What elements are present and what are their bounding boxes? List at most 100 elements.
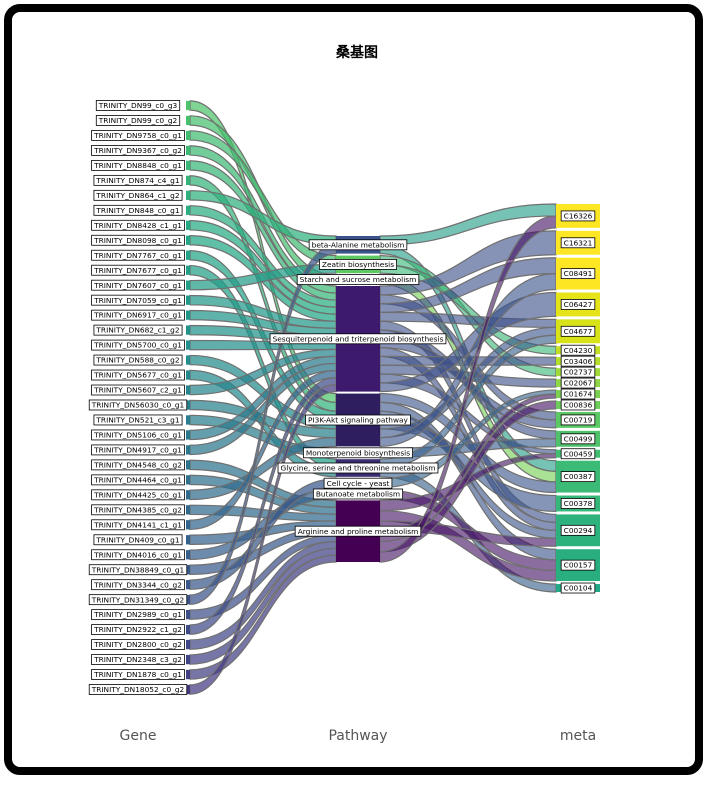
gene-node bbox=[186, 520, 190, 530]
gene-node bbox=[186, 235, 190, 245]
gene-label-text: TRINITY_DN682_c1_g2 bbox=[95, 326, 179, 335]
gene-label-text: TRINITY_DN7059_c0_g1 bbox=[93, 296, 182, 305]
gene-node bbox=[186, 280, 190, 290]
gene-label: TRINITY_DN9367_c0_g2 bbox=[91, 145, 185, 156]
gene-node bbox=[186, 595, 190, 605]
gene-label: TRINITY_DN7677_c0_g1 bbox=[91, 264, 185, 276]
meta-label-text: C00836 bbox=[564, 401, 593, 410]
gene-label-text: TRINITY_DN5677_c0_g1 bbox=[93, 371, 182, 380]
gene-label-text: TRINITY_DN8848_c0_g1 bbox=[93, 161, 182, 170]
gene-label: TRINITY_DN8098_c0_g1 bbox=[91, 234, 185, 246]
gene-node bbox=[186, 580, 190, 590]
gene-node bbox=[186, 430, 190, 440]
gene-label-text: TRINITY_DN8428_c1_g1 bbox=[93, 221, 182, 230]
meta-label-text: C08491 bbox=[564, 269, 593, 278]
sankey-labels: TRINITY_DN99_c0_g3TRINITY_DN99_c0_g2TRIN… bbox=[88, 100, 596, 695]
gene-label-text: TRINITY_DN5700_c0_g1 bbox=[93, 341, 182, 350]
gene-node bbox=[186, 310, 190, 320]
gene-label: TRINITY_DN588_c0_g2 bbox=[93, 354, 183, 366]
meta-label: C16326 bbox=[560, 210, 596, 222]
gene-node bbox=[186, 445, 190, 455]
gene-label-text: TRINITY_DN31349_c0_g2 bbox=[91, 595, 185, 604]
gene-label-text: TRINITY_DN7767_c0_g1 bbox=[93, 251, 182, 260]
axis-label: Pathway bbox=[328, 728, 387, 744]
gene-label: TRINITY_DN9758_c0_g1 bbox=[91, 130, 185, 141]
gene-label: TRINITY_DN5677_c0_g1 bbox=[91, 369, 185, 381]
gene-label: TRINITY_DN4464_c0_g1 bbox=[91, 474, 185, 486]
gene-node bbox=[186, 325, 190, 335]
gene-label: TRINITY_DN4548_c0_g2 bbox=[91, 459, 185, 471]
gene-label: TRINITY_DN682_c1_g2 bbox=[93, 324, 183, 336]
gene-label: TRINITY_DN4425_c0_g1 bbox=[91, 489, 185, 501]
gene-label: TRINITY_DN38849_c0_g1 bbox=[88, 564, 188, 576]
gene-label: TRINITY_DN864_c1_g2 bbox=[93, 189, 183, 201]
gene-node bbox=[186, 115, 190, 126]
gene-label-text: TRINITY_DN7677_c0_g1 bbox=[93, 266, 182, 275]
gene-label: TRINITY_DN4141_c1_g1 bbox=[91, 519, 185, 531]
gene-label-text: TRINITY_DN8098_c0_g1 bbox=[93, 236, 182, 245]
gene-node bbox=[186, 160, 190, 171]
gene-node bbox=[186, 505, 190, 515]
gene-node bbox=[186, 475, 190, 485]
gene-node bbox=[186, 340, 190, 350]
gene-label: TRINITY_DN2989_c0_g1 bbox=[91, 609, 185, 621]
gene-label-text: TRINITY_DN588_c0_g2 bbox=[95, 356, 179, 365]
meta-label-text: C00294 bbox=[564, 526, 593, 535]
pathway-label-text: Sesquiterpenoid and triterpenoid biosynt… bbox=[273, 334, 444, 343]
gene-label-text: TRINITY_DN848_c0_g1 bbox=[95, 206, 179, 215]
gene-label-text: TRINITY_DN18052_c0_g2 bbox=[91, 685, 185, 694]
meta-label: C02737 bbox=[560, 366, 596, 378]
gene-label: TRINITY_DN848_c0_g1 bbox=[93, 204, 183, 216]
gene-label: TRINITY_DN8428_c1_g1 bbox=[91, 219, 185, 231]
axis-label: meta bbox=[560, 728, 596, 744]
gene-label: TRINITY_DN5700_c0_g1 bbox=[91, 339, 185, 351]
gene-label-text: TRINITY_DN4548_c0_g2 bbox=[93, 460, 182, 469]
pathway-label: Glycine, serine and threonine metabolism bbox=[277, 462, 439, 474]
meta-label: C04230 bbox=[560, 344, 596, 356]
meta-label-text: C06427 bbox=[564, 300, 593, 309]
meta-label: C01674 bbox=[560, 388, 596, 400]
gene-node bbox=[186, 175, 190, 186]
meta-label-text: C16321 bbox=[564, 238, 593, 247]
gene-label: TRINITY_DN2800_c0_g2 bbox=[91, 639, 185, 650]
gene-node bbox=[186, 490, 190, 500]
gene-pathway-flows bbox=[189, 100, 337, 695]
gene-label-text: TRINITY_DN4917_c0_g1 bbox=[93, 446, 182, 455]
pathway-label: beta-Alanine metabolism bbox=[308, 239, 408, 251]
gene-label: TRINITY_DN6917_c0_g1 bbox=[91, 309, 185, 321]
pathway-label-text: Glycine, serine and threonine metabolism bbox=[281, 464, 436, 473]
meta-label: C00499 bbox=[560, 433, 596, 445]
gene-label-text: TRINITY_DN7607_c0_g1 bbox=[93, 281, 182, 290]
gene-label-text: TRINITY_DN874_c4_g1 bbox=[95, 176, 179, 185]
gene-label-text: TRINITY_DN2922_c1_g2 bbox=[93, 625, 182, 634]
gene-node bbox=[186, 370, 190, 380]
pathway-label-text: Zeatin biosynthesis bbox=[322, 260, 394, 269]
meta-label-text: C02737 bbox=[564, 368, 593, 377]
gene-node bbox=[186, 385, 190, 395]
gene-node bbox=[186, 535, 190, 545]
gene-label: TRINITY_DN18052_c0_g2 bbox=[88, 684, 188, 695]
gene-label: TRINITY_DN7607_c0_g1 bbox=[91, 279, 185, 291]
axis-label: Gene bbox=[120, 728, 157, 744]
gene-label: TRINITY_DN1878_c0_g1 bbox=[91, 669, 185, 680]
gene-label-text: TRINITY_DN1878_c0_g1 bbox=[93, 670, 182, 679]
gene-node bbox=[186, 220, 190, 230]
meta-label-text: C00157 bbox=[564, 561, 593, 570]
gene-label-text: TRINITY_DN4141_c1_g1 bbox=[93, 520, 182, 529]
gene-label: TRINITY_DN7767_c0_g1 bbox=[91, 249, 185, 261]
meta-label-text: C03406 bbox=[564, 357, 593, 366]
meta-label-text: C00387 bbox=[564, 472, 593, 481]
gene-label: TRINITY_DN874_c4_g1 bbox=[93, 174, 183, 186]
meta-label: C02067 bbox=[560, 377, 596, 389]
meta-label: C00157 bbox=[560, 559, 596, 571]
meta-label: C00294 bbox=[560, 524, 596, 536]
meta-label-text: C00459 bbox=[564, 449, 593, 458]
gene-label: TRINITY_DN4917_c0_g1 bbox=[91, 444, 185, 456]
pathway-label: Zeatin biosynthesis bbox=[319, 258, 397, 270]
meta-label-text: C00104 bbox=[564, 584, 593, 593]
pathway-label-text: PI3K-Akt signaling pathway bbox=[308, 416, 409, 425]
meta-label: C04677 bbox=[560, 325, 596, 337]
gene-node bbox=[186, 654, 190, 665]
gene-label-text: TRINITY_DN56030_c0_g1 bbox=[91, 401, 185, 410]
gene-node bbox=[186, 400, 190, 410]
